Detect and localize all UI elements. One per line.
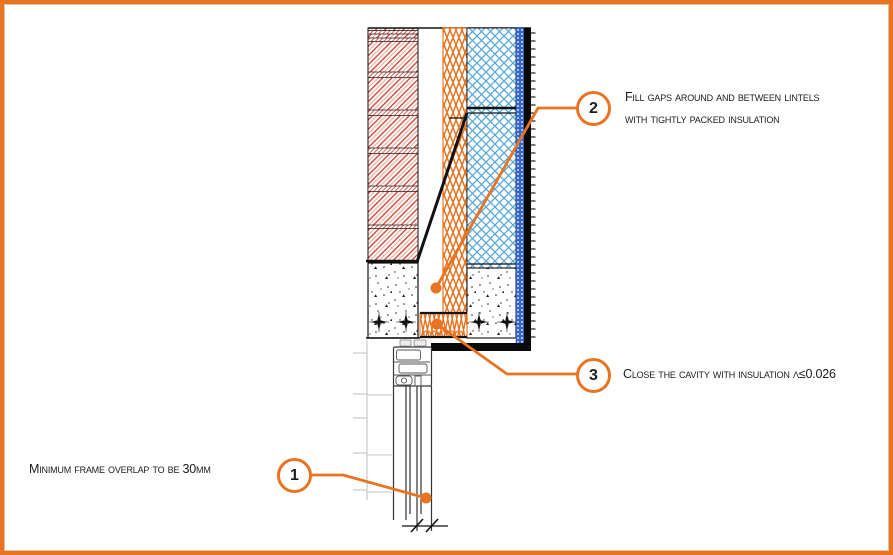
render-ticks — [531, 32, 536, 338]
callout-2-number: 2 — [589, 99, 598, 117]
inner-concrete-lintel — [366, 262, 420, 339]
leader-2-dot — [430, 282, 442, 294]
leader-1 — [310, 473, 428, 500]
callout-3-badge: 3 — [576, 358, 611, 393]
rebar-symbol — [396, 312, 416, 332]
callout-1-badge: 1 — [277, 458, 312, 493]
leader-2 — [434, 106, 578, 290]
callout-2-line2: with tightly packed insulation — [625, 112, 780, 126]
callout-3-text: Close the cavity with insulation λ≤0.026 — [623, 367, 836, 381]
callout-1-number: 1 — [290, 466, 299, 484]
rebar-symbol — [369, 312, 389, 332]
internal-reveal-lines — [353, 340, 392, 500]
head-soffit-bar — [431, 343, 531, 351]
break-mark — [402, 518, 448, 533]
callout-2-badge: 2 — [576, 91, 611, 126]
membrane-strip — [515, 27, 525, 344]
inner-leaf-masonry — [366, 27, 419, 263]
callout-2-text: Fill gaps around and between lintels wit… — [625, 86, 820, 130]
packer — [399, 339, 412, 347]
glazing-lines — [392, 386, 433, 531]
cavity-closer-insulation — [419, 311, 468, 339]
closer-scallops — [422, 330, 464, 336]
leader-3 — [435, 322, 578, 376]
outer-concrete-lintel — [466, 263, 517, 339]
callout-1-text: Minimum frame overlap to be 30mm — [29, 462, 211, 476]
mortar-joints — [367, 30, 419, 229]
steel-lintel — [415, 106, 516, 263]
rebar-symbol — [469, 312, 489, 332]
window-frame — [392, 339, 433, 531]
external-finish-bar — [431, 28, 536, 351]
leader-1-dot — [420, 492, 432, 504]
callout-2-line1: Fill gaps around and between lintels — [625, 90, 820, 104]
leader-lines — [310, 106, 578, 504]
leader-3-dot — [431, 318, 443, 330]
packer — [413, 339, 427, 347]
outer-sheathing-hatch — [466, 27, 517, 269]
callout-3-number: 3 — [589, 366, 598, 384]
rebar-symbol — [497, 312, 517, 332]
